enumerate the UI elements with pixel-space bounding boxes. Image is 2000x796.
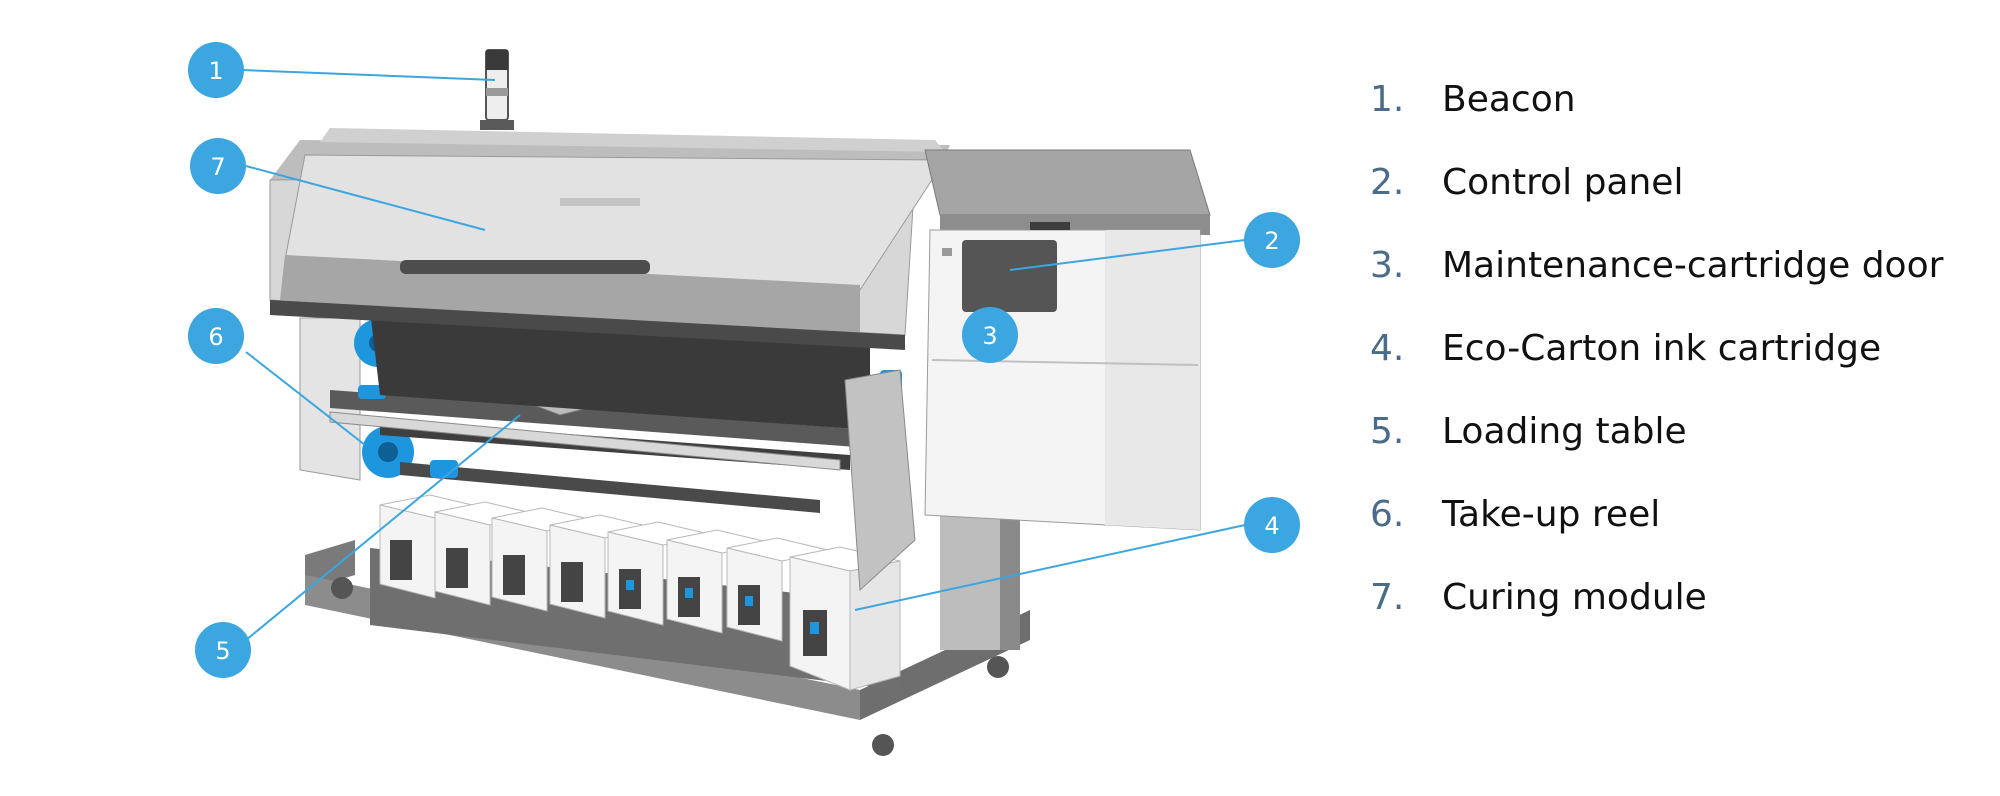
caster-wheel-icon (872, 734, 894, 756)
ink-cartridge-row (379, 494, 901, 691)
legend-item-loading-table: 5. Loading table (1370, 390, 1970, 473)
svg-text:7: 7 (210, 153, 225, 181)
callout-2: 2 (1244, 212, 1300, 268)
legend-item-beacon: 1. Beacon (1370, 58, 1970, 141)
legend-item-curing-module: 7. Curing module (1370, 556, 1970, 639)
control-panel-screen (962, 240, 1057, 312)
caster-wheel-icon (331, 577, 353, 599)
printer-illustration: 1 2 3 4 5 6 7 (188, 42, 1300, 756)
legend-number: 1. (1370, 79, 1405, 120)
right-reel-frame (844, 369, 916, 592)
legend-item-control-panel: 2. Control panel (1370, 141, 1970, 224)
legend-item-eco-carton-ink-cartridge: 4. Eco-Carton ink cartridge (1370, 307, 1970, 390)
legend-label: Curing module (1442, 577, 1707, 618)
legend-label: Loading table (1442, 411, 1687, 452)
ink-cartridge (491, 507, 598, 612)
leader-lines (241, 69, 1246, 641)
svg-text:5: 5 (215, 637, 230, 665)
svg-text:4: 4 (1264, 512, 1279, 540)
legend-item-take-up-reel: 6. Take-up reel (1370, 473, 1970, 556)
callout-5: 5 (195, 622, 251, 678)
beacon (480, 49, 514, 130)
legend-label: Take-up reel (1442, 494, 1661, 535)
svg-text:2: 2 (1264, 227, 1279, 255)
legend-label: Eco-Carton ink cartridge (1442, 328, 1882, 369)
control-tower (924, 149, 1211, 531)
legend-number: 2. (1370, 162, 1405, 203)
curing-module (269, 128, 950, 350)
legend-number: 7. (1370, 577, 1405, 618)
legend-number: 3. (1370, 245, 1405, 286)
caster-wheel-icon (987, 656, 1009, 678)
ink-cartridge (549, 514, 656, 619)
legend-label: Beacon (1442, 79, 1576, 120)
callout-6: 6 (188, 308, 244, 364)
svg-text:3: 3 (982, 322, 997, 350)
callout-3: 3 (962, 307, 1018, 363)
component-legend: 1. Beacon 2. Control panel 3. Maintenanc… (1370, 58, 1970, 639)
ink-cartridge (607, 521, 714, 626)
callout-7: 7 (190, 138, 246, 194)
legend-label: Maintenance-cartridge door (1442, 245, 1944, 286)
callout-1: 1 (188, 42, 244, 98)
svg-text:6: 6 (208, 323, 223, 351)
svg-text:1: 1 (208, 57, 223, 85)
legend-item-maintenance-cartridge-door: 3. Maintenance-cartridge door (1370, 224, 1970, 307)
legend-number: 6. (1370, 494, 1405, 535)
legend-number: 5. (1370, 411, 1405, 452)
legend-label: Control panel (1442, 162, 1684, 203)
legend-number: 4. (1370, 328, 1405, 369)
callout-4: 4 (1244, 497, 1300, 553)
